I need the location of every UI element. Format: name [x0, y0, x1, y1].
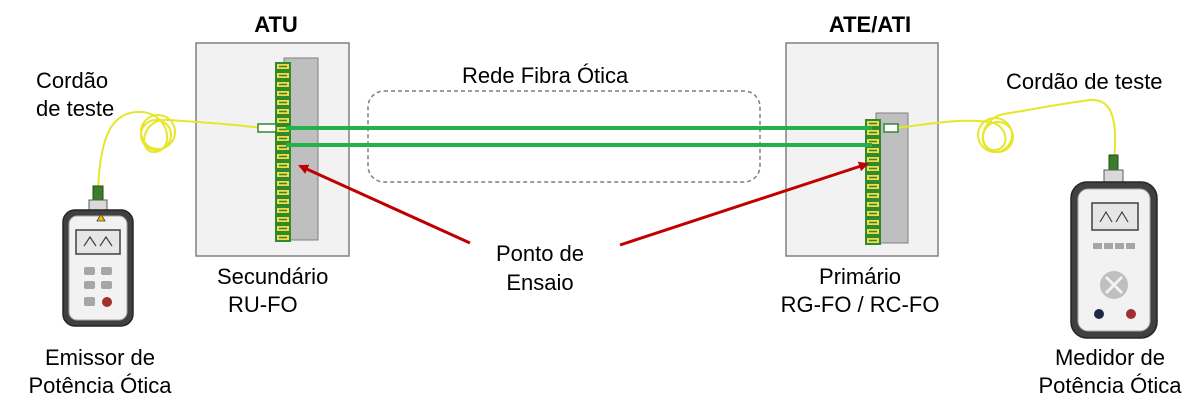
left-cord-label-line2: de teste — [36, 96, 115, 121]
right-cord-plug — [883, 123, 899, 133]
right-cord-coil-2 — [982, 121, 1014, 153]
test-point-label-line1: Ponto de — [495, 241, 585, 266]
atu-label-line2: RU-FO — [228, 292, 298, 317]
arrow-to-ate — [619, 161, 869, 247]
left-cord-coil-2 — [140, 119, 172, 151]
atu-title: ATU — [254, 12, 298, 37]
right-cord-label: Cordão de teste — [1006, 69, 1163, 94]
test-point-label-line2: Ensaio — [506, 270, 574, 295]
optical-power-meter — [1070, 154, 1158, 339]
ate-patch-panel — [875, 112, 909, 244]
optical-power-emitter — [62, 185, 134, 327]
ate-label-line1: Primário — [819, 264, 901, 289]
meter-label-line2: Potência Ótica — [1038, 373, 1182, 398]
meter-label-line1: Medidor de — [1054, 345, 1166, 370]
arrow-to-atu — [298, 164, 471, 245]
atu-cabinet — [195, 42, 350, 257]
ate-title: ATE/ATI — [828, 12, 912, 37]
ate-cabinet — [785, 42, 939, 257]
emitter-screen — [75, 229, 121, 255]
ate-label-line2: RG-FO / RC-FO — [780, 292, 940, 317]
emitter-label-line2: Potência Ótica — [28, 373, 172, 398]
network-dashed-box — [367, 90, 761, 183]
ate-connector-strip — [865, 119, 881, 245]
network-label: Rede Fibra Ótica — [462, 63, 629, 88]
atu-label-line1: Secundário — [217, 264, 329, 289]
emitter-label-line1: Emissor de — [44, 345, 156, 370]
atu-connector-strip — [275, 62, 291, 242]
left-test-cord — [97, 110, 263, 191]
left-cord-plug — [257, 123, 277, 133]
left-cord-label-line1: Cordão — [36, 68, 109, 93]
meter-screen — [1091, 202, 1139, 231]
